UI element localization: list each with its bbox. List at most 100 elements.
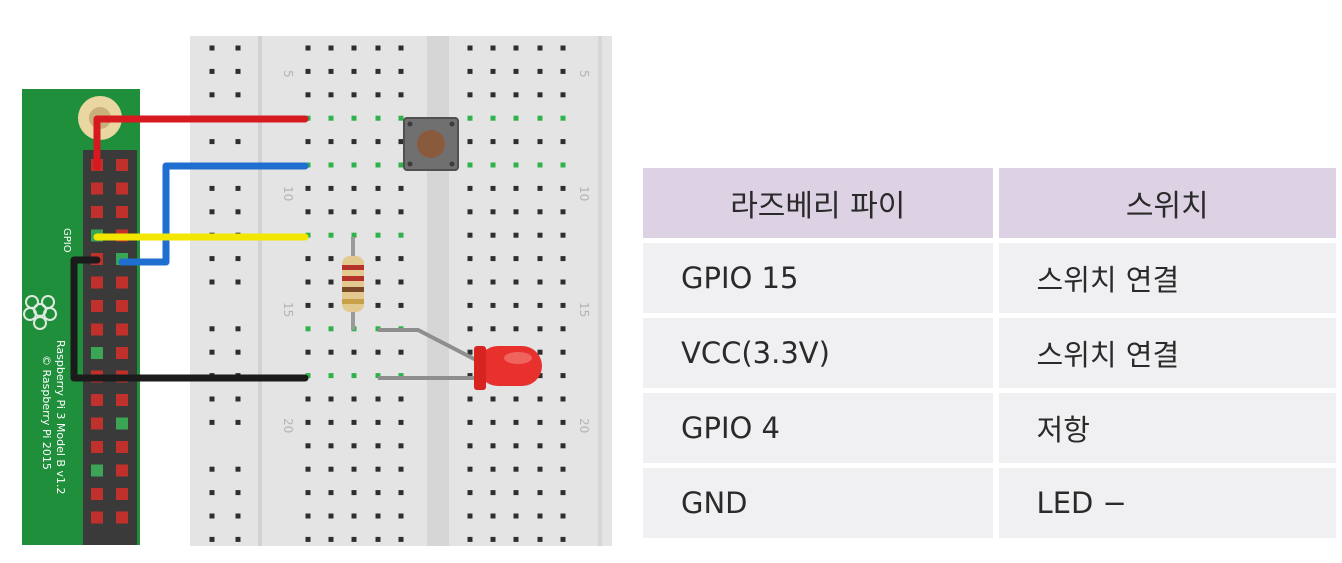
breadboard-hole bbox=[513, 466, 519, 472]
circuit-diagram: GPIO Raspberry Pi 3 Model B v1.2 © Raspb… bbox=[22, 36, 612, 546]
breadboard-hole bbox=[513, 185, 519, 191]
breadboard-hole bbox=[560, 419, 566, 425]
breadboard-hole bbox=[351, 139, 357, 145]
breadboard-hole bbox=[513, 68, 519, 74]
breadboard-hole bbox=[375, 349, 381, 355]
breadboard-hole bbox=[398, 349, 404, 355]
breadboard-hole bbox=[209, 419, 215, 425]
breadboard-hole bbox=[467, 419, 473, 425]
breadboard-hole bbox=[375, 443, 381, 449]
breadboard-hole bbox=[513, 256, 519, 262]
breadboard-hole bbox=[513, 490, 519, 496]
breadboard-hole bbox=[513, 162, 519, 168]
breadboard-hole bbox=[398, 185, 404, 191]
breadboard-hole bbox=[375, 302, 381, 308]
breadboard-hole bbox=[467, 326, 473, 332]
wire-blue bbox=[118, 162, 309, 266]
resistor-icon bbox=[342, 237, 364, 330]
breadboard-hole bbox=[235, 256, 241, 262]
breadboard-hole bbox=[328, 419, 334, 425]
breadboard-hole bbox=[235, 185, 241, 191]
gpio-pin bbox=[91, 276, 103, 289]
breadboard-hole bbox=[328, 373, 334, 379]
breadboard-hole bbox=[351, 185, 357, 191]
breadboard-hole bbox=[537, 185, 543, 191]
gpio-pin bbox=[91, 464, 103, 477]
breadboard-hole bbox=[328, 139, 334, 145]
breadboard-center-channel bbox=[427, 36, 449, 546]
breadboard-hole bbox=[467, 396, 473, 402]
breadboard-hole bbox=[305, 443, 311, 449]
breadboard-hole bbox=[537, 326, 543, 332]
breadboard-hole bbox=[351, 490, 357, 496]
gpio-pin bbox=[116, 347, 128, 359]
row-number-label: 5 bbox=[577, 70, 591, 78]
breadboard-hole bbox=[467, 232, 473, 238]
breadboard-hole bbox=[490, 115, 496, 121]
breadboard-hole bbox=[513, 326, 519, 332]
gpio-pin bbox=[116, 464, 128, 477]
row-number-label: 20 bbox=[577, 418, 591, 433]
table-row: GPIO 15 스위치 연결 bbox=[643, 243, 1336, 313]
breadboard-hole bbox=[467, 349, 473, 355]
breadboard-hole bbox=[490, 232, 496, 238]
breadboard-hole bbox=[467, 443, 473, 449]
breadboard-hole bbox=[305, 139, 311, 145]
table-cell: GND bbox=[643, 468, 993, 538]
breadboard-hole bbox=[467, 139, 473, 145]
breadboard-hole bbox=[560, 45, 566, 51]
breadboard-hole bbox=[328, 536, 334, 542]
breadboard-hole bbox=[490, 68, 496, 74]
breadboard-hole bbox=[560, 279, 566, 285]
breadboard-hole bbox=[398, 396, 404, 402]
table-cell: 스위치 연결 bbox=[998, 243, 1336, 313]
gpio-pin bbox=[91, 511, 103, 524]
breadboard-hole bbox=[209, 536, 215, 542]
table-cell: LED − bbox=[998, 468, 1336, 538]
breadboard-hole bbox=[490, 302, 496, 308]
breadboard-hole bbox=[560, 373, 566, 379]
breadboard-hole bbox=[490, 396, 496, 402]
breadboard-hole bbox=[467, 45, 473, 51]
breadboard-hole bbox=[328, 279, 334, 285]
breadboard-hole bbox=[328, 45, 334, 51]
breadboard-hole bbox=[235, 490, 241, 496]
breadboard-hole bbox=[467, 466, 473, 472]
breadboard-hole bbox=[209, 139, 215, 145]
breadboard-hole bbox=[398, 209, 404, 215]
breadboard-hole bbox=[513, 139, 519, 145]
gpio-pin bbox=[91, 182, 103, 195]
breadboard-hole bbox=[305, 396, 311, 402]
breadboard-hole bbox=[490, 513, 496, 519]
breadboard-hole bbox=[209, 279, 215, 285]
breadboard-hole bbox=[351, 45, 357, 51]
table-row: VCC(3.3V) 스위치 연결 bbox=[643, 318, 1336, 388]
breadboard-hole bbox=[375, 232, 381, 238]
breadboard-hole bbox=[351, 373, 357, 379]
breadboard-hole bbox=[537, 373, 543, 379]
breadboard-hole bbox=[513, 45, 519, 51]
breadboard-hole bbox=[351, 115, 357, 121]
breadboard-hole bbox=[235, 279, 241, 285]
breadboard-hole bbox=[305, 326, 311, 332]
breadboard-hole bbox=[560, 326, 566, 332]
breadboard-hole bbox=[537, 45, 543, 51]
breadboard-hole bbox=[467, 115, 473, 121]
breadboard-hole bbox=[537, 115, 543, 121]
breadboard-hole bbox=[328, 302, 334, 308]
breadboard-hole bbox=[305, 536, 311, 542]
breadboard-hole bbox=[490, 490, 496, 496]
row-number-label: 10 bbox=[281, 186, 295, 201]
breadboard-hole bbox=[537, 513, 543, 519]
breadboard-hole bbox=[209, 466, 215, 472]
breadboard-hole bbox=[328, 92, 334, 98]
breadboard-hole bbox=[328, 232, 334, 238]
breadboard-hole bbox=[467, 302, 473, 308]
breadboard-hole bbox=[375, 513, 381, 519]
breadboard-hole bbox=[513, 513, 519, 519]
breadboard-hole bbox=[328, 326, 334, 332]
table-row: GPIO 4 저항 bbox=[643, 393, 1336, 463]
breadboard-hole bbox=[490, 326, 496, 332]
breadboard-hole bbox=[513, 302, 519, 308]
breadboard-hole bbox=[209, 490, 215, 496]
